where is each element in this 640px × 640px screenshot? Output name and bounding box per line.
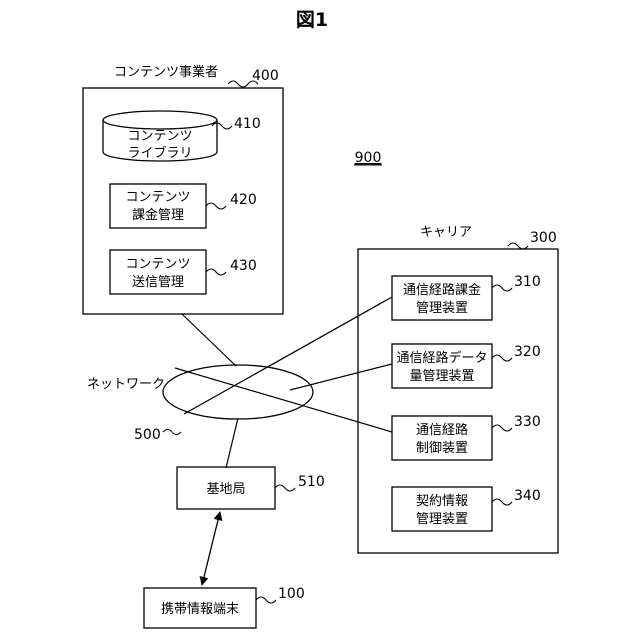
content-transmission-ref: 430 bbox=[230, 258, 257, 274]
content-billing-line2: 課金管理 bbox=[132, 207, 184, 223]
network-ref: 500 bbox=[134, 427, 161, 443]
route-billing-line1: 通信経路課金 bbox=[403, 282, 481, 298]
leader-340 bbox=[492, 499, 512, 505]
content-transmission-line1: コンテンツ bbox=[125, 257, 190, 272]
base-station-ref: 510 bbox=[298, 474, 325, 490]
route-control-line1: 通信経路 bbox=[416, 422, 468, 438]
content-billing-line1: コンテンツ bbox=[125, 190, 190, 205]
contract-ref: 340 bbox=[514, 488, 541, 504]
route-data-line1: 通信経路データ bbox=[396, 350, 487, 366]
content-library-line2: ライブラリ bbox=[127, 145, 192, 161]
route-control-line2: 制御装置 bbox=[416, 441, 468, 456]
contract-line1: 契約情報 bbox=[416, 494, 468, 509]
leader-100 bbox=[256, 597, 276, 603]
route-control-ref: 330 bbox=[514, 414, 541, 430]
leader-430 bbox=[206, 269, 226, 275]
content-transmission-line2: 送信管理 bbox=[132, 275, 184, 290]
carrier-label: キャリア bbox=[420, 225, 472, 240]
leader-420 bbox=[206, 203, 226, 209]
contract-line2: 管理装置 bbox=[416, 512, 468, 527]
content-provider-ref: 400 bbox=[252, 68, 279, 84]
content-provider-label: コンテンツ事業者 bbox=[114, 64, 218, 80]
route-data-line2: 量管理装置 bbox=[409, 369, 474, 384]
leader-300 bbox=[508, 243, 528, 249]
leader-510 bbox=[275, 485, 295, 491]
terminal-ref: 100 bbox=[278, 586, 305, 602]
system-ref: 900 bbox=[355, 150, 382, 166]
leader-310 bbox=[492, 285, 512, 291]
wireless-link-arrow bbox=[202, 512, 220, 585]
network-ellipse bbox=[163, 365, 313, 419]
terminal-label: 携帯情報端末 bbox=[161, 601, 239, 617]
content-billing-ref: 420 bbox=[230, 192, 257, 208]
route-data-ref: 320 bbox=[514, 344, 541, 360]
link-network-base-station bbox=[226, 418, 238, 468]
route-billing-ref: 310 bbox=[514, 274, 541, 290]
leader-330 bbox=[492, 425, 512, 431]
link-provider-network bbox=[182, 314, 236, 366]
route-billing-line2: 管理装置 bbox=[416, 301, 468, 316]
network-label: ネットワーク bbox=[87, 377, 165, 392]
leader-500 bbox=[163, 430, 181, 435]
leader-320 bbox=[492, 355, 512, 361]
link-network-route-data bbox=[290, 364, 392, 390]
content-library-line1: コンテンツ bbox=[127, 129, 192, 144]
figure-title: 図1 bbox=[296, 9, 328, 31]
carrier-ref: 300 bbox=[530, 230, 557, 246]
content-library-ref: 410 bbox=[234, 116, 261, 132]
link-network-route-control bbox=[175, 368, 392, 432]
base-station-label: 基地局 bbox=[206, 482, 245, 497]
